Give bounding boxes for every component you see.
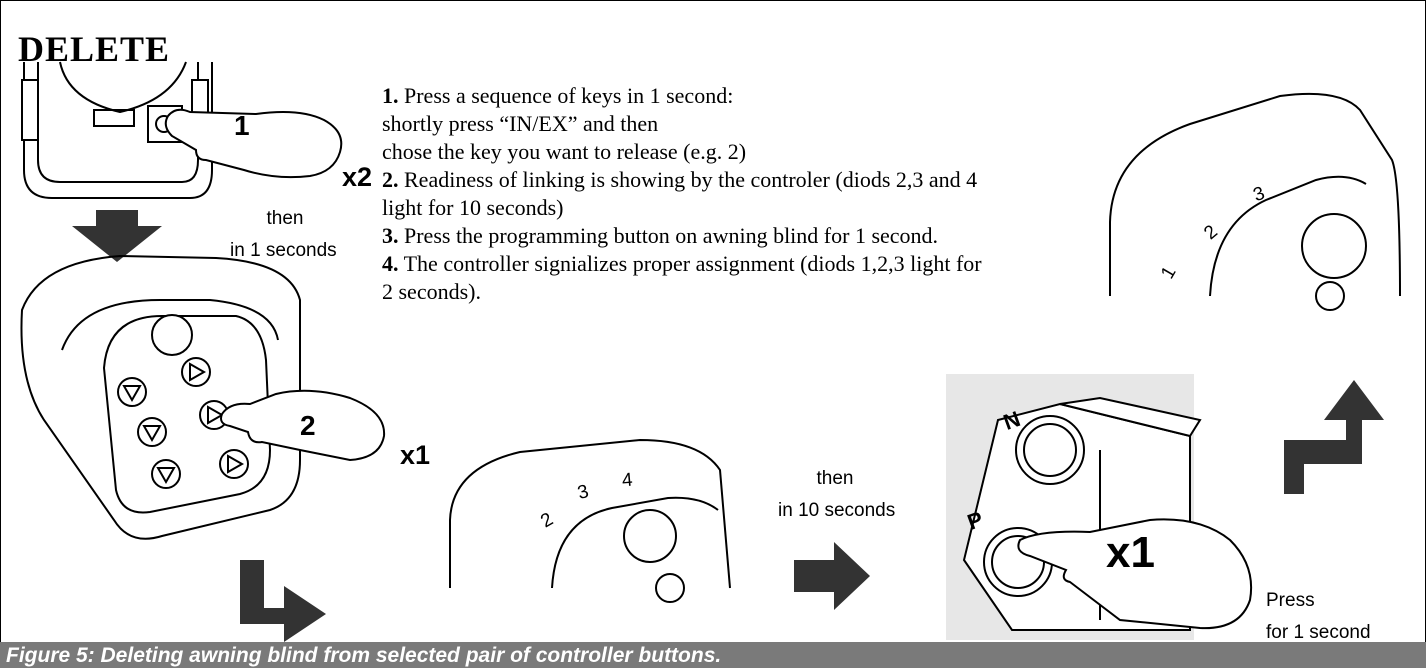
for-1-second-label: for 1 second <box>1266 622 1371 643</box>
figure-caption-bar: Figure 5: Deleting awning blind from sel… <box>0 642 1426 668</box>
step-2-text-1: Readiness of linking is showing by the c… <box>404 167 978 192</box>
step-4-line-1: 4. The controller signializes proper ass… <box>382 250 1122 278</box>
step-1-line-3: chose the key you want to release (e.g. … <box>382 139 747 164</box>
figure-caption: Figure 5: Deleting awning blind from sel… <box>6 644 722 667</box>
instructions: 1. Press a sequence of keys in 1 second:… <box>382 82 1122 306</box>
step-1-line-1: 1. Press a sequence of keys in 1 second: <box>382 82 1122 110</box>
hand-press-key-1 <box>164 108 343 179</box>
step-3-number: 3. <box>382 223 399 248</box>
controller-leds-1-2-3 <box>1109 92 1401 311</box>
controller-front-illustration <box>20 254 301 540</box>
step-4-text-1: The controller signializes proper assign… <box>403 251 982 276</box>
callout-key-1: 1 <box>234 110 250 141</box>
step-2-number: 2. <box>382 167 399 192</box>
in-1-seconds-label: in 1 seconds <box>230 240 337 261</box>
step-1-line-2: shortly press “IN/EX” and then <box>382 111 659 136</box>
x2-label: x2 <box>342 162 373 192</box>
page-title: DELETE <box>18 29 171 69</box>
hand-press-key-2 <box>220 389 386 462</box>
arrow-bent-up-icon <box>1284 380 1384 494</box>
in-10-seconds-label: in 10 seconds <box>778 500 896 521</box>
hand-press-programming <box>1017 518 1253 630</box>
callout-key-2: 2 <box>300 410 316 441</box>
controller-leds-2-3-4 <box>449 438 731 603</box>
x1-remote-label: x1 <box>400 440 431 470</box>
step-3-line-1: 3. Press the programming button on awnin… <box>382 222 1122 250</box>
arrow-down-icon <box>72 210 162 262</box>
step-1-number: 1. <box>382 83 399 108</box>
step-4-line-2: 2 seconds). <box>382 279 481 304</box>
led-4-label: 4 <box>621 469 634 492</box>
then-label-2: then <box>816 468 854 489</box>
step-3-text-1: Press the programming button on awning b… <box>404 223 939 248</box>
x1-motor-label: x1 <box>1106 528 1155 577</box>
step-2-line-2: light for 10 seconds) <box>382 195 564 220</box>
arrow-right-icon <box>794 542 870 610</box>
step-1-text-1: Press a sequence of keys in 1 second: <box>404 83 734 108</box>
step-4-number: 4. <box>382 251 399 276</box>
diagram-artwork <box>20 61 1401 642</box>
press-label: Press <box>1266 590 1315 611</box>
then-label-1: then <box>266 208 304 229</box>
step-2-line-1: 2. Readiness of linking is showing by th… <box>382 166 1122 194</box>
arrow-bent-right-icon <box>240 560 326 642</box>
